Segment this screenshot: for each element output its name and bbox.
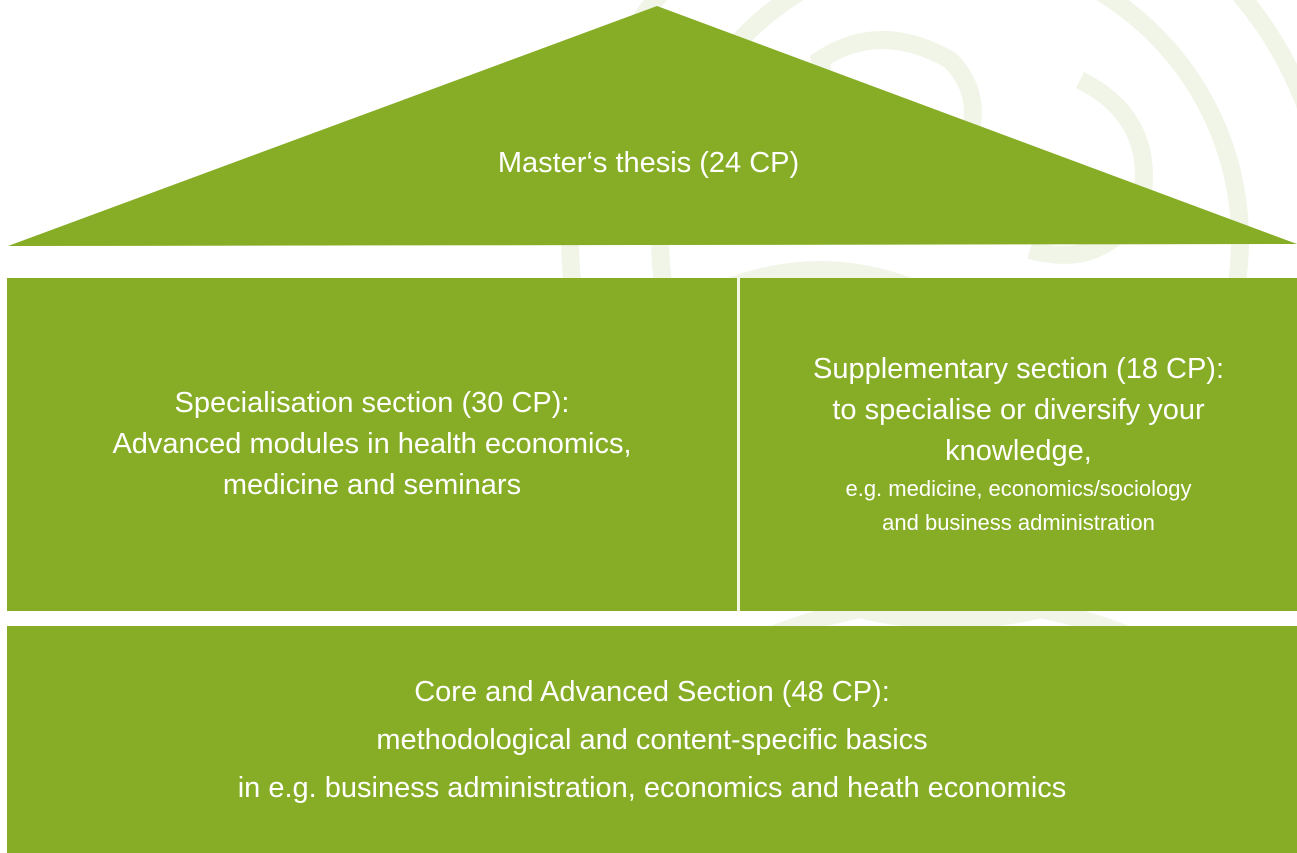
- supplementary-title: Supplementary section (18 CP):: [812, 353, 1225, 385]
- specialisation-line-2: Advanced modules in health economics,: [112, 428, 632, 460]
- supplementary-detail-2: and business administration: [882, 510, 1155, 535]
- supplementary-line-2: to specialise or diversify your: [832, 394, 1205, 426]
- core-title: Core and Advanced Section (48 CP):: [414, 675, 890, 708]
- specialisation-section-block: Specialisation section (30 CP): Advanced…: [7, 278, 737, 611]
- supplementary-detail-1: e.g. medicine, economics/sociology: [845, 476, 1192, 501]
- supplementary-section-block: Supplementary section (18 CP): to specia…: [740, 278, 1297, 611]
- core-advanced-section-block: Core and Advanced Section (48 CP): metho…: [7, 626, 1297, 853]
- roof-triangle-shape: [8, 6, 1297, 246]
- specialisation-title: Specialisation section (30 CP):: [174, 387, 570, 419]
- master-thesis-roof: [8, 6, 1297, 246]
- core-line-3: in e.g. business administration, economi…: [237, 771, 1067, 804]
- supplementary-line-3: knowledge,: [945, 435, 1092, 467]
- master-thesis-label: Master‘s thesis (24 CP): [497, 147, 800, 179]
- core-line-2: methodological and content-specific basi…: [376, 723, 928, 756]
- section-divider: [737, 278, 740, 611]
- specialisation-line-3: medicine and seminars: [222, 469, 522, 501]
